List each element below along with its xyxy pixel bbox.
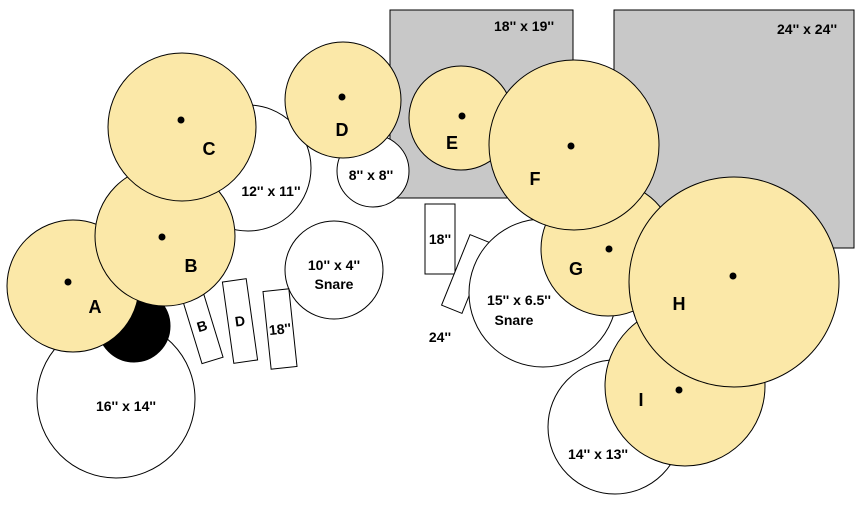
pedal-b-label: B — [195, 317, 209, 335]
case-18x19-label: 18'' x 19'' — [494, 18, 554, 34]
cymbal-b-label: B — [185, 256, 198, 276]
cymbal-b-center-dot — [158, 233, 166, 241]
pedal-18-left — [262, 288, 298, 370]
cymbal-f-center-dot — [567, 142, 575, 150]
pedal-24-label: 24'' — [429, 329, 451, 345]
cymbal-h — [628, 176, 840, 388]
drum-15x6-5-snare-label-line1: 15'' x 6.5'' — [487, 292, 551, 308]
drum-16x14-label: 16'' x 14'' — [96, 398, 156, 414]
drum-8x8-label: 8'' x 8'' — [349, 167, 393, 183]
pedal-d-label: D — [234, 312, 246, 329]
pedal-18-right-group: 18'' — [424, 203, 456, 275]
cymbal-c-center-dot — [177, 116, 185, 124]
cymbal-d-label: D — [336, 120, 349, 140]
cymbal-d-center-dot — [338, 93, 346, 101]
cymbal-g-center-dot — [605, 245, 613, 253]
drum-15x6-5-snare-label-line2: Snare — [495, 312, 534, 328]
cymbal-c — [107, 52, 257, 202]
cymbal-i-label: I — [638, 390, 643, 410]
pedal-18-left-group: 18'' — [262, 288, 298, 370]
pedal-18-left-label: 18'' — [268, 320, 292, 338]
drum-10x4-snare-label-line2: Snare — [315, 276, 354, 292]
cymbal-h-center-dot — [729, 272, 737, 280]
pedal-d — [221, 278, 259, 364]
cymbal-i-center-dot — [675, 386, 683, 394]
cymbal-e-label: E — [446, 133, 458, 153]
cymbal-a-center-dot — [64, 278, 72, 286]
case-24x24-label: 24'' x 24'' — [777, 21, 837, 37]
drum-10x4-snare-label-line1: 10'' x 4'' — [308, 257, 360, 273]
cymbal-f-label: F — [530, 169, 541, 189]
cymbal-h-label: H — [673, 294, 686, 314]
cymbal-e-center-dot — [458, 112, 466, 120]
pedal-18-right — [424, 203, 456, 275]
cymbal-a-label: A — [89, 297, 102, 317]
drum-14x13-label: 14'' x 13'' — [568, 446, 628, 462]
pedal-d-group: D — [221, 278, 259, 364]
drum-10x4-snare — [284, 220, 384, 320]
pedal-18-right-label: 18'' — [429, 231, 451, 247]
cymbal-g-label: G — [569, 259, 583, 279]
cymbal-c-label: C — [203, 139, 216, 159]
drum-12x11-label: 12'' x 11'' — [241, 183, 300, 199]
